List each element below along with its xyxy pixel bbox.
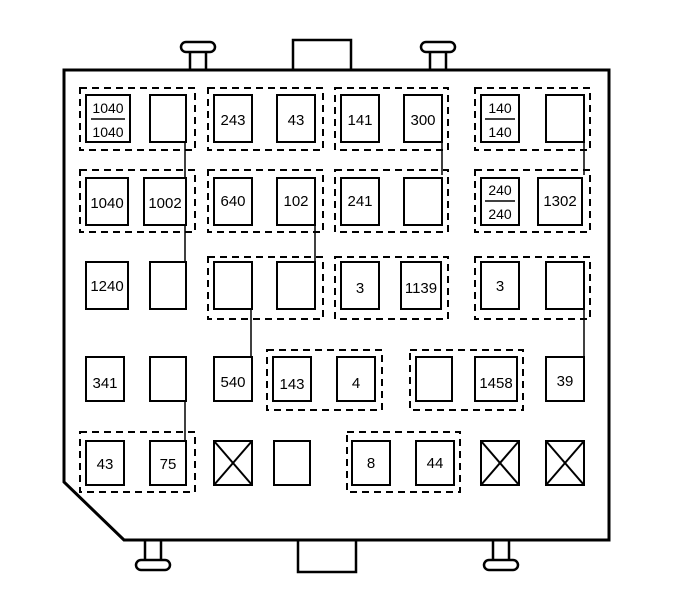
fuse-label: 1139 — [405, 280, 437, 297]
bottom-left-tab-cap — [134, 558, 172, 572]
fuse-r2c3[interactable]: 640 — [213, 177, 253, 226]
group-r2-a — [79, 169, 196, 233]
fuse-r2c8[interactable]: 1302 — [537, 177, 583, 226]
group-r1-a — [79, 87, 196, 151]
fuse-r5c2[interactable]: 75 — [149, 440, 187, 486]
fuse-label: 1040 — [90, 195, 123, 212]
fuse-label: 241 — [347, 193, 372, 210]
fuse-groups — [79, 87, 591, 493]
fuse-r1c6[interactable]: 300 — [403, 94, 443, 143]
fuse-label: 1040 — [92, 124, 123, 140]
fuse-r5c8-blocked[interactable] — [545, 440, 585, 486]
group-r1-c — [334, 87, 449, 151]
fuse-r5c1[interactable]: 43 — [85, 440, 125, 486]
fuse-r5c3-blocked[interactable] — [213, 440, 253, 486]
fuse-label: 240 — [488, 182, 512, 198]
fuse-label: 44 — [427, 455, 444, 472]
group-r3-d — [474, 256, 591, 320]
fuse-label: 141 — [347, 112, 372, 129]
fuse-label: 43 — [288, 112, 305, 129]
group-r5-a — [79, 431, 196, 493]
group-r2-d — [474, 169, 591, 233]
fuse-r3c3-empty[interactable] — [213, 261, 253, 310]
group-r5-b — [346, 431, 461, 493]
group-r2-b — [207, 169, 324, 233]
fuse-r2c5[interactable]: 241 — [340, 177, 380, 226]
fuse-label: 300 — [410, 112, 435, 129]
fuse-label: 1040 — [92, 100, 123, 116]
fuse-label: 240 — [488, 206, 512, 222]
group-r1-d — [474, 87, 591, 151]
fuse-label: 75 — [160, 456, 177, 473]
fuse-label: 8 — [367, 455, 375, 472]
fuse-label: 3 — [356, 280, 364, 297]
fuse-r5c4-empty[interactable] — [273, 440, 311, 486]
fuse-label: 1002 — [148, 195, 181, 212]
fuse-label: 140 — [488, 100, 512, 116]
fuse-label: 43 — [97, 456, 114, 473]
fuse-label: 243 — [220, 112, 245, 129]
fuse-r3c2-empty[interactable] — [149, 261, 187, 310]
group-r3-b — [207, 256, 324, 320]
fuse-r4c6-empty[interactable] — [415, 356, 453, 402]
fuse-r3c4-empty[interactable] — [276, 261, 316, 310]
fuse-label: 143 — [279, 376, 304, 393]
fuse-r4c3[interactable]: 540 — [213, 356, 253, 402]
fuse-r1c2-empty[interactable] — [149, 94, 187, 143]
fuse-label: 102 — [283, 193, 308, 210]
fuse-r4c8[interactable]: 39 — [545, 356, 585, 402]
group-r1-b — [207, 87, 324, 151]
group-r4-c — [409, 349, 524, 411]
fuse-label: 1302 — [543, 193, 576, 210]
fuse-label: 341 — [92, 375, 117, 392]
fuse-r4c4[interactable]: 143 — [272, 356, 312, 402]
fuse-r2c7[interactable]: 240 240 — [480, 177, 520, 226]
x-mark-icon — [213, 440, 253, 486]
fuse-r1c3[interactable]: 243 — [213, 94, 253, 143]
fuse-r2c6-empty[interactable] — [403, 177, 443, 226]
fuse-r5c6[interactable]: 44 — [415, 440, 455, 486]
mounting-tabs — [134, 38, 520, 574]
group-r3-c — [334, 256, 449, 320]
fuse-r4c5[interactable]: 4 — [336, 356, 376, 402]
fuse-r3c8-empty[interactable] — [545, 261, 585, 310]
fuse-r4c1[interactable]: 341 — [85, 356, 125, 402]
fuse-r3c5[interactable]: 3 — [340, 261, 380, 310]
fuse-r4c7[interactable]: 1458 — [474, 356, 518, 402]
fuse-label: 39 — [557, 373, 574, 390]
wires — [184, 140, 585, 441]
fuse-r1c5[interactable]: 141 — [340, 94, 380, 143]
fuse-label: 4 — [352, 375, 360, 392]
fuse-block-housing — [62, 68, 611, 542]
fuse-r1c7[interactable]: 140 140 — [480, 94, 520, 143]
fuse-r2c1[interactable]: 1040 — [85, 177, 129, 226]
fuse-label: 540 — [220, 374, 245, 391]
fuse-r3c6[interactable]: 1139 — [400, 261, 442, 310]
top-right-tab-cap — [419, 40, 457, 54]
fuse-label: 140 — [488, 124, 512, 140]
x-mark-icon — [545, 440, 585, 486]
fuse-r2c2[interactable]: 1002 — [143, 177, 187, 226]
group-r2-c — [334, 169, 449, 233]
fuse-r5c5[interactable]: 8 — [351, 440, 391, 486]
fuse-r3c7[interactable]: 3 — [480, 261, 520, 310]
group-r4-b — [266, 349, 383, 411]
fuse-r1c4[interactable]: 43 — [276, 94, 316, 143]
bottom-center-connector — [296, 538, 358, 574]
fuse-r5c7-blocked[interactable] — [480, 440, 520, 486]
fuse-r1c8-empty[interactable] — [545, 94, 585, 143]
fuse-r3c1[interactable]: 1240 — [85, 261, 129, 310]
x-mark-icon — [480, 440, 520, 486]
fuse-label: 640 — [220, 193, 245, 210]
fuse-r4c2-empty[interactable] — [149, 356, 187, 402]
fuse-r1c1[interactable]: 1040 1040 — [85, 94, 131, 143]
top-left-tab-cap — [179, 40, 217, 54]
fuse-r2c4[interactable]: 102 — [276, 177, 316, 226]
fuse-label: 3 — [496, 278, 504, 295]
fuse-label: 1240 — [90, 278, 123, 295]
fuse-label: 1458 — [479, 375, 512, 392]
bottom-right-tab-cap — [482, 558, 520, 572]
